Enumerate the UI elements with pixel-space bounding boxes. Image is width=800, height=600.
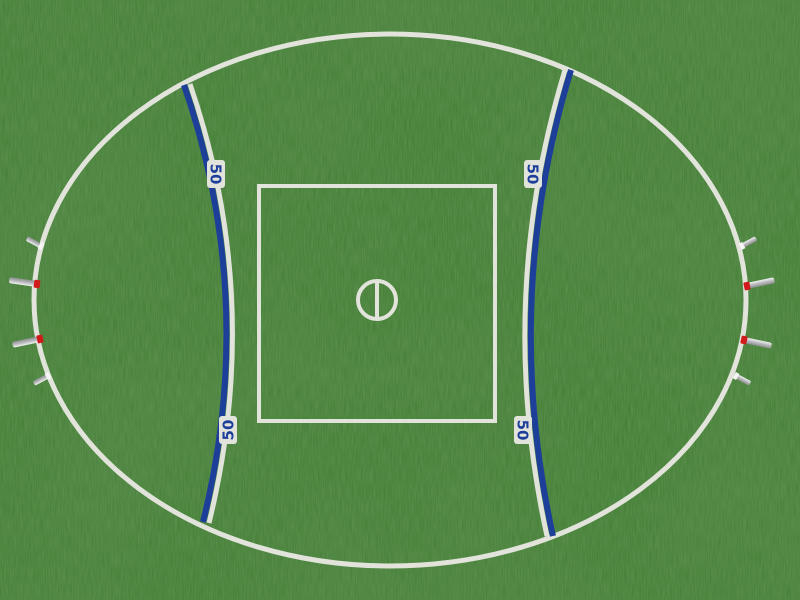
- left-behind-post-top: [26, 236, 45, 251]
- left-50m-arc: [187, 83, 235, 524]
- svg-text:50: 50: [220, 420, 238, 441]
- centre-square: [257, 184, 497, 423]
- right-goal-post-bottom: [740, 335, 772, 349]
- right-behind-post-bottom: [732, 371, 751, 386]
- label-left-arc-bottom: 50: [219, 416, 238, 444]
- label-right-arc-top: 50: [524, 160, 542, 188]
- label-left-arc-top: 50: [207, 160, 225, 188]
- svg-text:50: 50: [207, 164, 225, 185]
- left-goal-posts: [9, 236, 52, 386]
- right-goal-post-top: [743, 277, 775, 291]
- right-50m-arc-blue: [527, 69, 574, 537]
- svg-text:50: 50: [514, 420, 532, 441]
- right-50m-arc: [522, 69, 568, 537]
- right-goal-posts: [732, 236, 775, 386]
- left-behind-post-bottom: [33, 371, 52, 386]
- left-goal-post-top: [9, 277, 41, 289]
- boundary-line: [31, 31, 749, 569]
- left-goal-post-bottom: [12, 334, 44, 348]
- label-right-arc-bottom: 50: [514, 416, 532, 444]
- right-behind-post-top: [738, 236, 757, 251]
- left-50m-arc-blue: [181, 84, 230, 523]
- svg-text:50: 50: [524, 164, 542, 185]
